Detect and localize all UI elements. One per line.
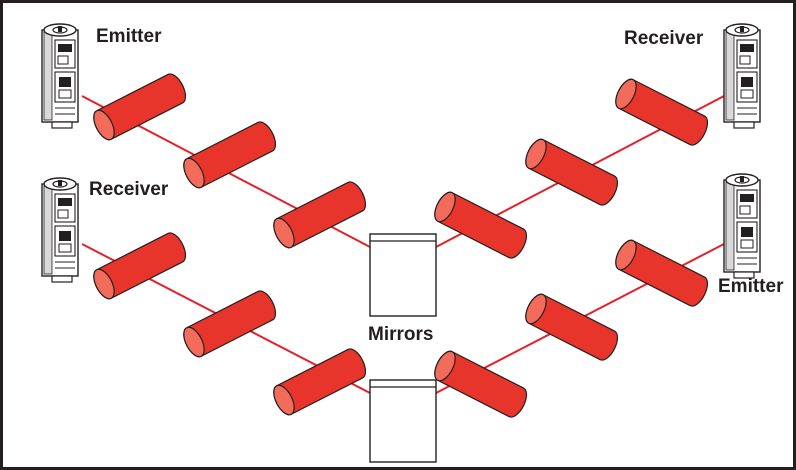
light-curtain-sensor-icon <box>41 23 79 129</box>
emitter-label-right: Emitter <box>718 276 784 297</box>
emitter-label-top-left: Emitter <box>96 26 162 47</box>
light-curtain-sensor-icon <box>41 177 79 283</box>
mirrors-label: Mirrors <box>368 324 433 345</box>
corner-mirror-icon <box>369 233 437 317</box>
receiver-label-mid-left: Receiver <box>89 179 169 200</box>
light-curtain-sensor-icon <box>723 23 761 129</box>
receiver-label-top-right: Receiver <box>624 28 704 49</box>
light-curtain-sensor-icon <box>723 173 761 279</box>
corner-mirror-icon <box>369 379 437 463</box>
